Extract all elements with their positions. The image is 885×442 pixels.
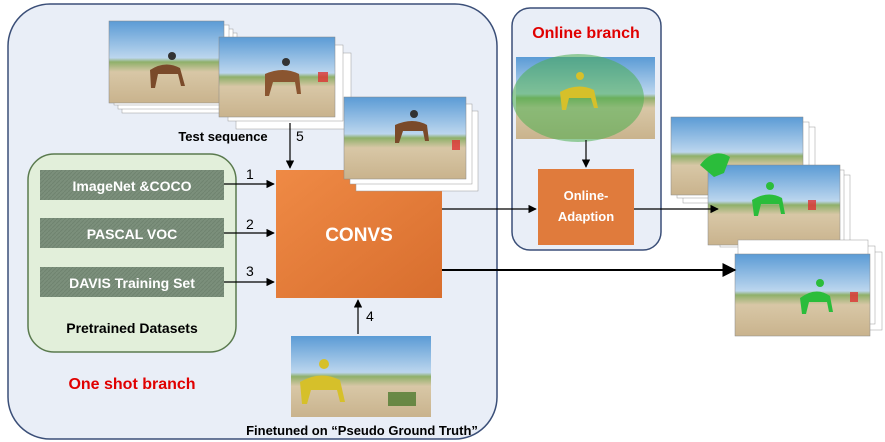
online-output-image-stack	[670, 116, 851, 248]
edge-number-4: 4	[366, 308, 374, 324]
edge-number-3: 3	[246, 263, 254, 279]
edge-number-2: 2	[246, 216, 254, 232]
convs-block	[276, 170, 442, 298]
convs-label: CONVS	[325, 225, 393, 246]
edge-number-5: 5	[296, 128, 304, 144]
online-adaption-label-line1: Online-	[564, 188, 609, 203]
diagram-arrows	[224, 123, 737, 334]
online-adaption-block	[538, 169, 634, 245]
dataset-label-pascal-voc: PASCAL VOC	[87, 226, 178, 242]
online-branch-image	[512, 54, 655, 142]
test-sequence-image-stack	[108, 20, 479, 192]
pretrained-datasets-panel	[27, 153, 237, 353]
one-shot-branch-title: One shot branch	[68, 376, 195, 393]
dataset-label-davis: DAVIS Training Set	[69, 275, 195, 291]
dataset-label-imagenet-coco: ImageNet &COCO	[72, 178, 191, 194]
finetune-caption: Finetuned on “Pseudo Ground Truth”	[246, 423, 478, 438]
pseudo-ground-truth-image	[291, 336, 431, 417]
pretrained-datasets-caption: Pretrained Datasets	[66, 320, 198, 336]
one-shot-output-image-stack	[734, 239, 883, 337]
test-sequence-label: Test sequence	[178, 129, 267, 144]
online-branch-title: Online branch	[532, 25, 640, 42]
dataset-box-imagenet-coco	[40, 170, 224, 200]
dataset-box-davis	[40, 267, 224, 297]
online-adaption-label-line2: Adaption	[558, 209, 614, 224]
edge-number-1: 1	[246, 166, 254, 182]
dataset-box-pascal-voc	[40, 218, 224, 248]
